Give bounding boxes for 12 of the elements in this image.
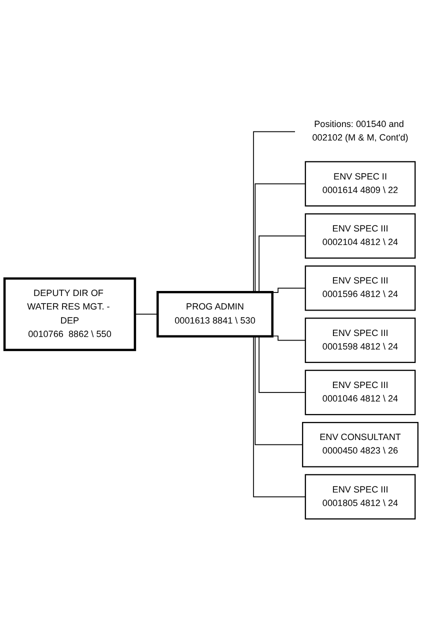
node-box: PROG ADMIN 0001613 8841 \ 530: [156, 291, 274, 338]
node-box: ENV SPEC III 0001596 4812 \ 24: [304, 266, 416, 312]
node-box: DEPUTY DIR OF WATER RES MGT. - DEP 0010766 8862 \ 550: [3, 278, 136, 352]
node-box: ENV CONSULTANT 0000450 4823 \ 26: [302, 422, 418, 468]
connector: [272, 336, 306, 341]
node-box: ENV SPEC III 0001805 4812 \ 24: [304, 474, 416, 520]
node-box: ENV SPEC III 0001598 4812 \ 24: [304, 318, 416, 364]
node-box: ENV SPEC III 0002104 4812 \ 24: [304, 214, 416, 259]
node-box: ENV SPEC II 0001614 4809 \ 22: [304, 161, 416, 207]
node-text: Positions: 001540 and 002102 (M & M, Cont'd): [312, 120, 408, 144]
node-box: ENV SPEC III 0001046 4812 \ 24: [304, 370, 416, 416]
connector: [272, 288, 306, 294]
